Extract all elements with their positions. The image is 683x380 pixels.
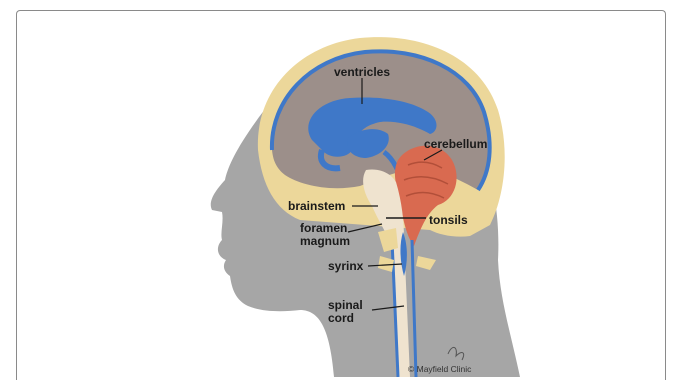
label-spinal: spinal xyxy=(328,298,363,312)
label-foramen: foramen xyxy=(300,221,347,235)
label-cord: cord xyxy=(328,311,354,325)
credit-text: © Mayfield Clinic xyxy=(408,364,472,374)
label-syrinx: syrinx xyxy=(328,259,364,273)
label-tonsils: tonsils xyxy=(429,213,468,227)
label-cerebellum: cerebellum xyxy=(424,137,487,151)
label-brainstem: brainstem xyxy=(288,199,345,213)
label-magnum: magnum xyxy=(300,234,350,248)
label-ventricles: ventricles xyxy=(334,65,390,79)
